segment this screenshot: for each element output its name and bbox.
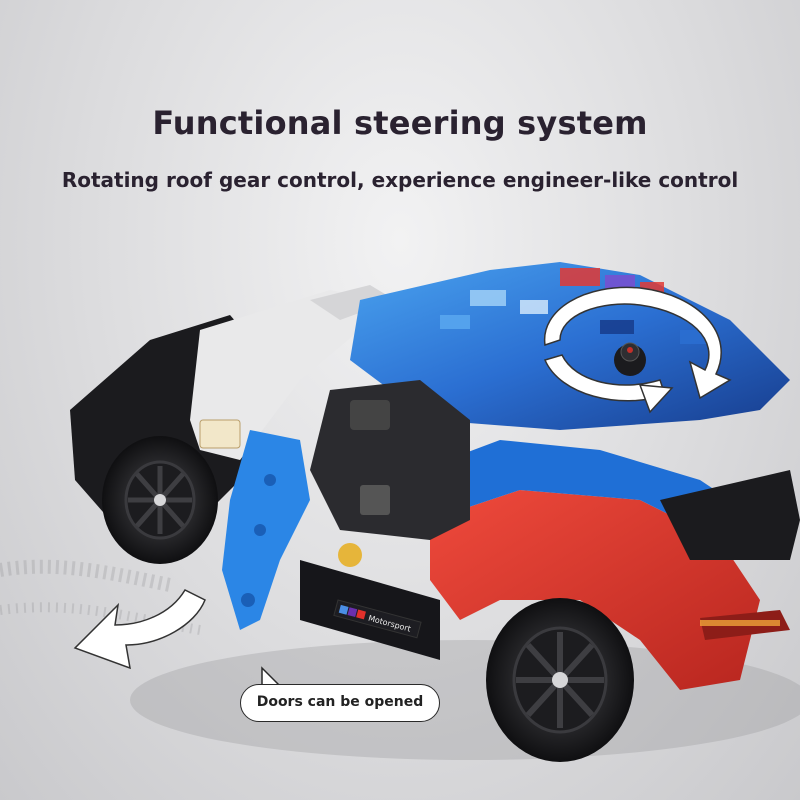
doors-callout: Doors can be opened: [240, 684, 440, 722]
headline-title: Functional steering system: [152, 104, 648, 142]
rotate-arrow-icon: [543, 286, 732, 414]
white-frame: [190, 290, 380, 460]
door-open-arrow-icon: [73, 589, 206, 670]
roof-gear-knob: [614, 342, 646, 376]
rear-spoiler: [660, 470, 800, 560]
rear-wheel: [102, 436, 218, 564]
brand-plate: Motorsport: [333, 599, 422, 639]
headline-subtitle: Rotating roof gear control, experience e…: [61, 168, 739, 192]
front-wheel: [486, 598, 634, 762]
red-fender: [430, 490, 760, 690]
ground-tracks: [0, 559, 201, 635]
